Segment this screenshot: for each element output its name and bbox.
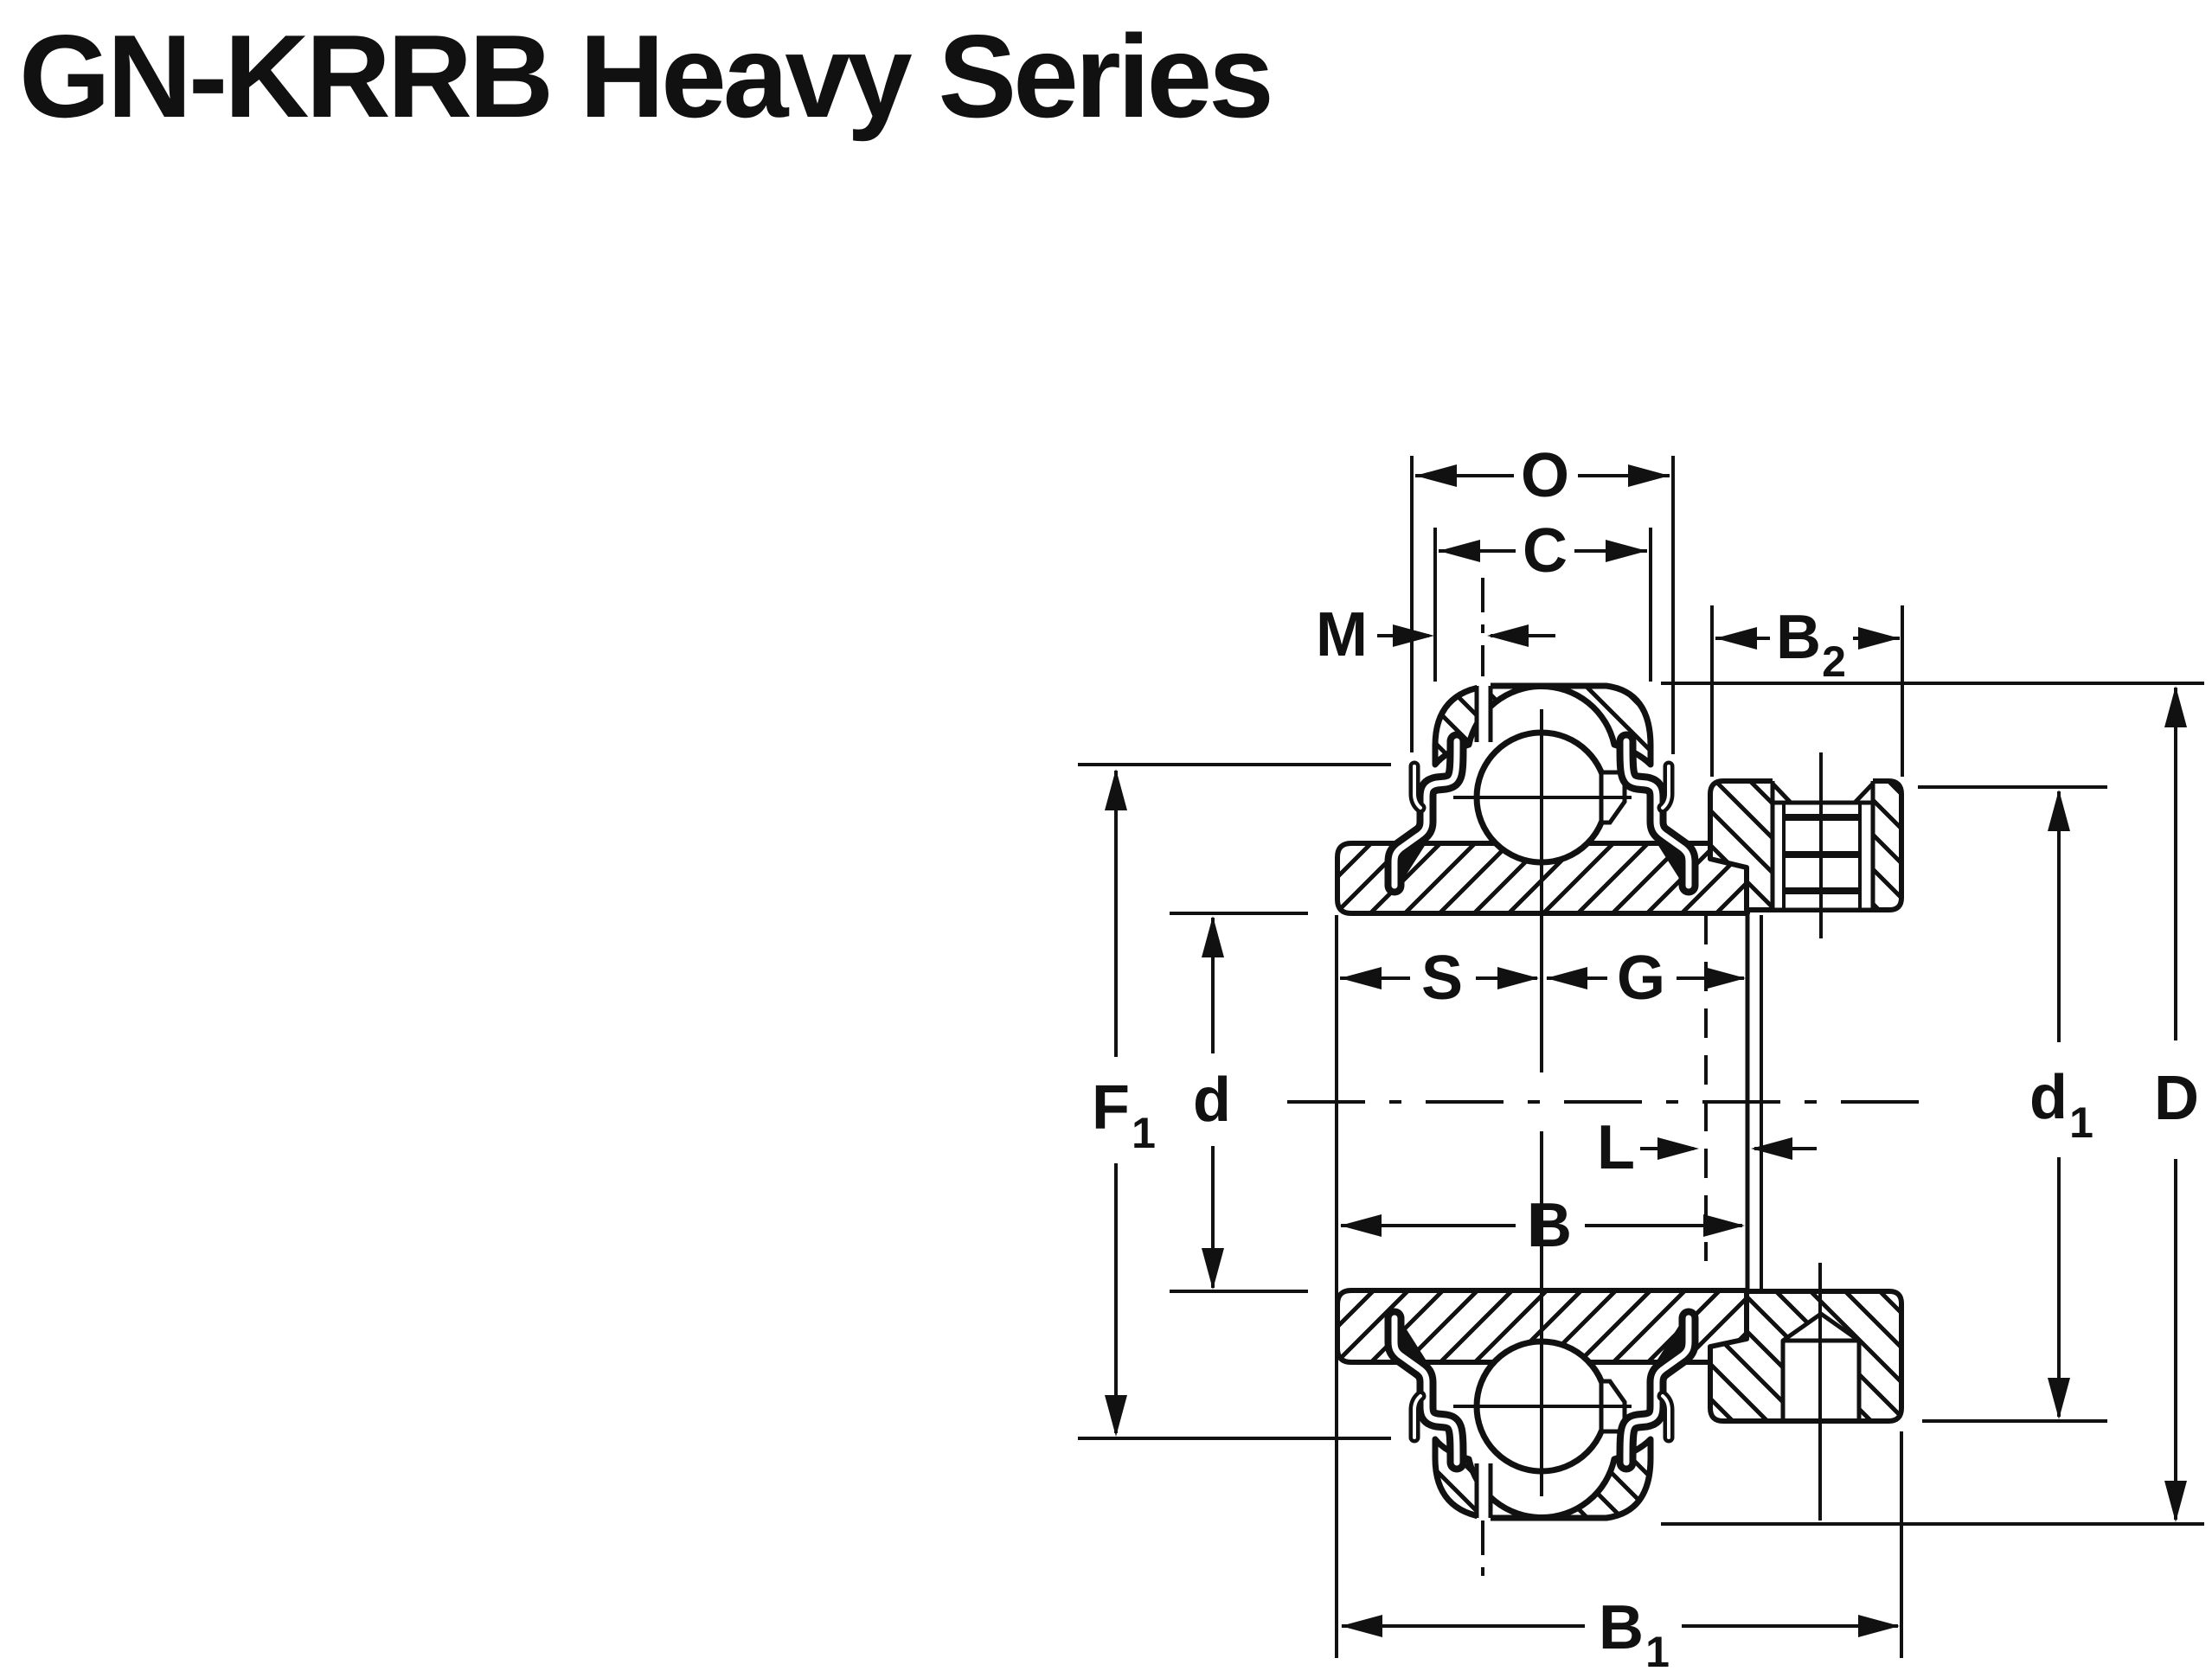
label-O: O (1521, 441, 1569, 510)
dimension-G: G (1546, 944, 1746, 1013)
centerlines (1287, 578, 1933, 1578)
dimension-O: O (1415, 441, 1670, 510)
dimension-B: B (1340, 1191, 1745, 1260)
outer-ring-lower (1432, 1436, 1654, 1521)
seal-upper-left (1384, 731, 1467, 896)
extension-lines (1078, 456, 2204, 1658)
label-S: S (1421, 944, 1463, 1013)
label-M: M (1316, 600, 1368, 669)
page-title: GN-KRRB Heavy Series (19, 10, 1274, 142)
dimension-d1: d 1 (2029, 790, 2093, 1419)
lube-hole-lower (1477, 1462, 1491, 1521)
label-B2: B (1776, 603, 1821, 672)
dimension-C: C (1439, 516, 1647, 586)
outer-ring-upper (1432, 682, 1654, 768)
label-D: D (2154, 1064, 2199, 1133)
label-d1-sub: 1 (2069, 1098, 2093, 1147)
dimension-F1: F 1 (1092, 769, 1156, 1437)
label-B1-sub: 1 (1645, 1628, 1670, 1671)
label-C: C (1523, 516, 1568, 586)
collar-lower (1708, 1263, 1904, 1521)
label-B2-sub: 2 (1822, 637, 1846, 686)
label-d: d (1193, 1066, 1231, 1135)
dimension-D: D (2154, 686, 2199, 1522)
dimension-L: L (1597, 1113, 1817, 1182)
label-G: G (1617, 944, 1665, 1013)
label-F1: F (1092, 1073, 1130, 1143)
dimension-S: S (1340, 944, 1539, 1013)
label-B1: B (1599, 1593, 1644, 1662)
label-d1: d (2029, 1063, 2068, 1132)
label-B: B (1527, 1191, 1572, 1260)
dimension-M: M (1316, 600, 1555, 669)
lube-hole-upper (1477, 682, 1491, 742)
collar-upper (1708, 752, 1904, 938)
dimension-d: d (1193, 916, 1231, 1290)
dimension-B2: B 2 (1715, 603, 1900, 686)
label-F1-sub: 1 (1132, 1109, 1156, 1157)
label-L: L (1597, 1113, 1635, 1182)
dimension-B1: B 1 (1341, 1593, 1900, 1671)
